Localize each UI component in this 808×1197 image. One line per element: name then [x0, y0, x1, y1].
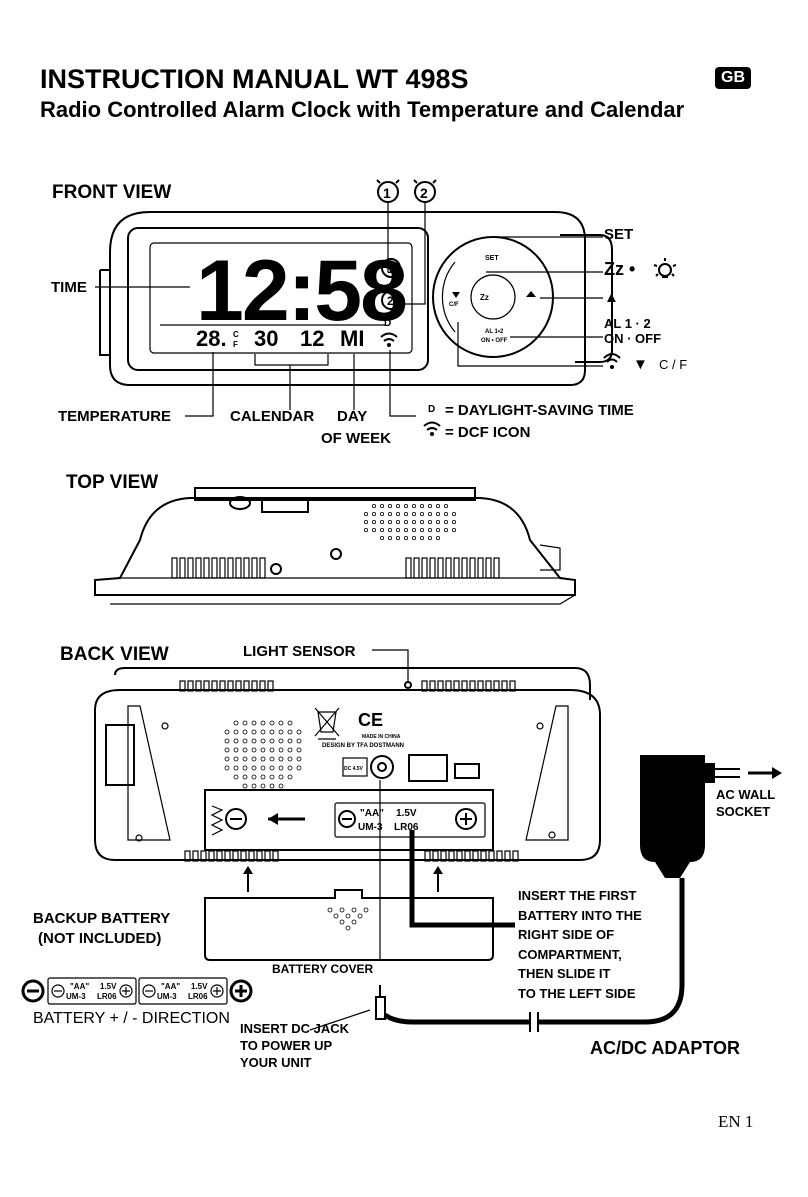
lcd-date-month: 12: [300, 326, 324, 351]
battery2-voltage: 1.5V: [191, 982, 208, 991]
battery-cover: [204, 889, 494, 961]
knob-cf-label[interactable]: C/F: [449, 302, 459, 308]
label-onoff: ON · OFF: [604, 331, 662, 346]
light-sensor-top: [270, 563, 282, 575]
insert-first-battery-note: INSERT THE FIRST BATTERY INTO THE RIGHT …: [518, 888, 642, 1001]
label-ac-dc-adaptor: AC/DC ADAPTOR: [590, 1038, 741, 1058]
knob-al-label[interactable]: AL 1•2: [485, 329, 504, 335]
alarm-1-icon: 1: [381, 258, 401, 278]
lcd-temp-unit-c: C: [233, 330, 239, 339]
compartment-aa: "AA": [360, 808, 384, 819]
made-in-china-text: MADE IN CHINA: [362, 734, 401, 740]
light-sensor-label: LIGHT SENSOR: [243, 643, 356, 660]
front-view-heading: FRONT VIEW: [52, 182, 171, 203]
label-dcf: = DCF ICON: [445, 424, 531, 441]
svg-text:1: 1: [387, 262, 394, 276]
lcd-temp-unit-f: F: [233, 340, 238, 349]
cf-dcf-signal-icon: [603, 353, 621, 369]
dc-jack-plug: [375, 985, 413, 1025]
light-bulb-icon: [653, 258, 677, 278]
label-calendar: CALENDAR: [230, 408, 315, 425]
knob-onoff-label[interactable]: ON • OFF: [481, 338, 508, 344]
dcf-signal-icon: [380, 332, 398, 347]
back-view-heading: BACK VIEW: [60, 644, 169, 665]
knob-up-arrow-icon[interactable]: [526, 291, 536, 297]
label-backup-battery: BACKUP BATTERY: [33, 910, 171, 927]
label-down: ▼: [633, 356, 648, 373]
dc-rating-label: DC 4.5V: [344, 766, 364, 772]
lcd-temperature: 28.: [196, 326, 227, 351]
label-dst-d: D: [428, 404, 436, 415]
insert-dc-jack-note: INSERT DC JACK TO POWER UP YOUR UNIT: [240, 1021, 350, 1070]
design-by-text: DESIGN BY TFA DOSTMANN: [322, 743, 404, 749]
page-number: EN 1: [718, 1112, 754, 1131]
label-of-week: OF WEEK: [321, 430, 391, 447]
lcd-date-day: 30: [254, 326, 278, 351]
alarm-2-top-icon: 2: [413, 179, 437, 203]
label-day: DAY: [337, 408, 368, 425]
svg-text:2: 2: [387, 294, 394, 308]
label-dst: = DAYLIGHT-SAVING TIME: [445, 402, 634, 419]
lcd-weekday: MI: [340, 326, 364, 351]
label-time: TIME: [51, 279, 87, 296]
battery1-um3: UM-3: [66, 992, 86, 1001]
ac-wall-socket-note: AC WALL SOCKET: [716, 787, 776, 819]
compartment-lr06: LR06: [394, 822, 419, 833]
label-set: SET: [604, 226, 634, 243]
label-up: ▲: [604, 289, 619, 306]
label-snooze: Zz •: [604, 259, 636, 279]
language-badge: GB: [715, 67, 751, 89]
label-al: AL 1 · 2: [604, 316, 651, 331]
svg-text:2: 2: [420, 185, 428, 201]
legend-dcf-signal-icon: [423, 421, 441, 436]
battery1-aa: "AA": [70, 982, 89, 991]
clock-back-housing: [94, 667, 601, 862]
clock-top-housing: [94, 487, 576, 605]
knob-down-arrow-icon[interactable]: [452, 292, 460, 298]
battery2-aa: "AA": [161, 982, 180, 991]
battery1-lr06: LR06: [97, 992, 117, 1001]
battery1-voltage: 1.5V: [100, 982, 117, 991]
battery-direction-diagram: [21, 977, 253, 1005]
lcd-time: 12:58: [196, 243, 406, 339]
svg-text:1: 1: [383, 185, 391, 201]
page-title: INSTRUCTION MANUAL WT 498S: [40, 64, 469, 94]
battery2-um3: UM-3: [157, 992, 177, 1001]
knob-snooze-label[interactable]: Zz: [480, 293, 489, 302]
ac-dc-adaptor: [640, 755, 782, 878]
top-view-heading: TOP VIEW: [66, 472, 158, 493]
compartment-voltage: 1.5V: [396, 808, 417, 819]
alarm-2-icon: 2: [381, 290, 401, 310]
alarm-1-top-icon: 1: [376, 179, 400, 203]
label-battery-cover: BATTERY COVER: [272, 962, 374, 976]
label-battery-direction: BATTERY + / - DIRECTION: [33, 1010, 230, 1027]
compartment-um3: UM-3: [358, 822, 383, 833]
label-not-included: (NOT INCLUDED): [38, 930, 162, 947]
battery2-lr06: LR06: [188, 992, 208, 1001]
label-cf: C / F: [659, 357, 688, 372]
knob-set-label[interactable]: SET: [485, 255, 499, 262]
page-subtitle: Radio Controlled Alarm Clock with Temper…: [40, 97, 685, 122]
label-temperature: TEMPERATURE: [58, 408, 172, 425]
clock-front-housing: [99, 211, 613, 386]
lcd-dst-mark: D: [384, 318, 391, 329]
ce-mark: CE: [358, 710, 383, 730]
